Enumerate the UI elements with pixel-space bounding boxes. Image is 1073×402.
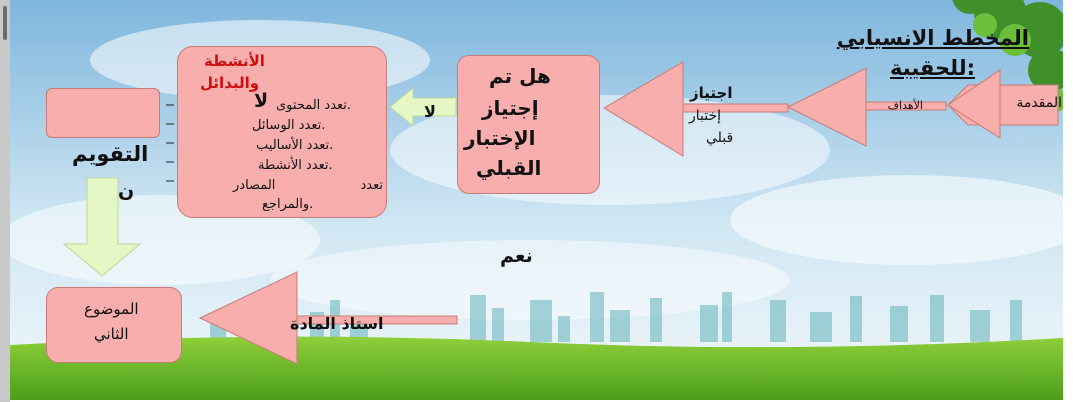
no-green-arrow: [389, 86, 457, 128]
objectives-connector: [865, 101, 947, 111]
activity-dashes: [166, 104, 174, 182]
pretest-connector: [682, 103, 789, 113]
activities-no-overlay: لا: [254, 90, 269, 112]
scrollbar[interactable]: [0, 0, 10, 402]
question-line4: القبلي: [476, 156, 542, 180]
activity-item: .تعدد الأساليب: [256, 138, 334, 153]
activities-box: [177, 46, 387, 218]
activity-item: تعدد المصادر: [233, 178, 383, 193]
evaluation-fragment: ن: [118, 180, 135, 202]
scrollbar-thumb[interactable]: [3, 6, 7, 40]
question-line3: الإختبار: [464, 126, 536, 150]
activity-item: .تعدد المحتوى: [276, 98, 352, 113]
activity-item: .والمراجع: [262, 197, 314, 212]
yes-label: نعم: [500, 245, 533, 267]
activities-title-line2: والبدائل: [200, 74, 260, 92]
objectives-label: الأهداف: [887, 99, 923, 112]
pretest-label-line1: اجتياز: [690, 84, 733, 102]
title-line2: :للحقيبة: [890, 56, 975, 80]
teacher-connector: [296, 315, 458, 325]
pretest-arrow: [603, 61, 684, 157]
objectives-arrow: [786, 67, 867, 147]
pretest-label-line3: قبلي: [706, 130, 734, 146]
down-green-arrow: [62, 177, 142, 277]
second-topic-box: [46, 287, 182, 363]
teacher-arrow: [198, 271, 298, 365]
question-line2: إجتياز: [482, 96, 539, 120]
title-line1: المخطط الانسيابي: [836, 26, 1029, 50]
activity-item: .تعدد الأنشطة: [258, 158, 333, 173]
evaluation-box: [46, 88, 160, 138]
intro-label: المقدمة: [1016, 95, 1062, 111]
teacher-label: استاذ المادة: [290, 314, 384, 333]
activity-item: .تعدد الوسائل: [252, 118, 326, 133]
no-label: لا: [424, 102, 436, 121]
evaluation-label: التقويم: [72, 142, 149, 166]
second-topic-line2: الثاني: [94, 325, 129, 343]
second-topic-line1: الموضوع: [84, 300, 139, 318]
pretest-question-box: [457, 55, 600, 194]
pretest-label-line2: إختبار: [689, 108, 722, 124]
intro-arrowhead: [947, 69, 1001, 139]
question-line1: هل تم: [489, 64, 551, 88]
activities-title-line1: الأنشطة: [204, 52, 265, 70]
